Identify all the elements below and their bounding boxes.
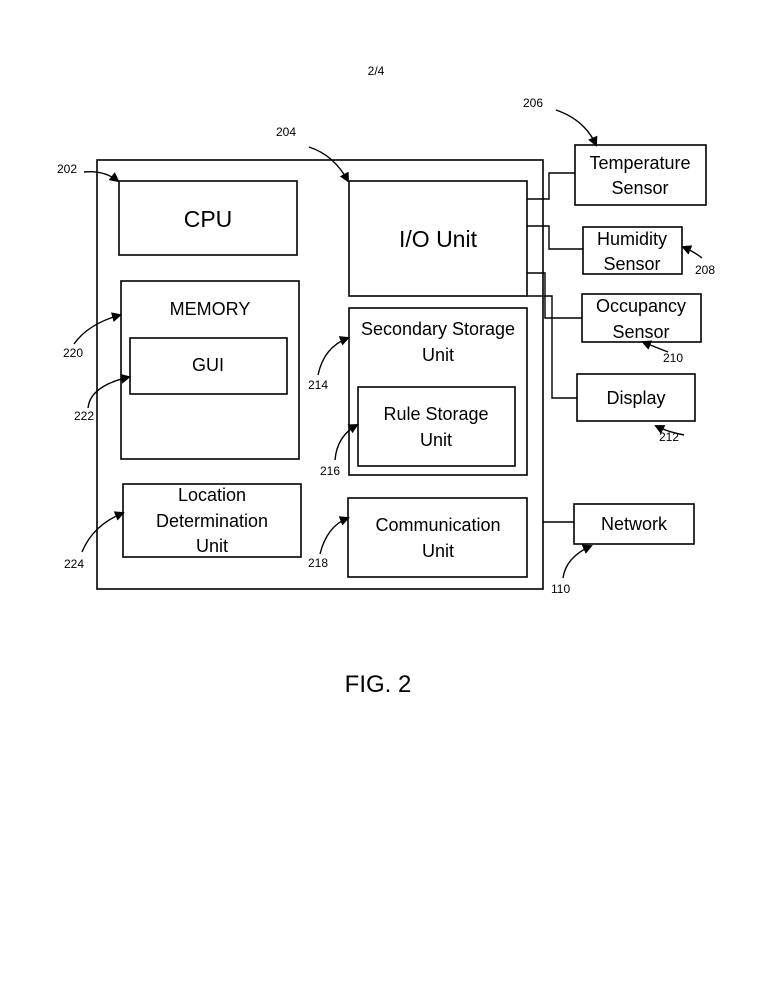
ref-220-arrow [73,312,122,345]
ref-222: 222 [74,409,94,423]
network-label: Network [601,514,668,534]
temperature-sensor-block [574,144,707,206]
ref-202: 202 [57,162,77,176]
io-unit-label: I/O Unit [399,226,478,252]
ref-212: 212 [659,430,679,444]
ref-212-arrow [654,425,685,436]
location-label-line1: Location [178,485,246,505]
secondary-storage-label-line1: Secondary Storage [361,319,515,339]
ref-218: 218 [308,556,328,570]
rule-storage-block [357,386,516,467]
io-to-display-line [527,295,577,399]
ref-216: 216 [320,464,340,478]
io-to-temperature-line [527,172,575,200]
cpu-block [118,180,298,256]
communication-label-line2: Unit [422,541,454,561]
ref-224-arrow [81,511,125,553]
temperature-label-line2: Sensor [611,178,668,198]
ref-210: 210 [663,351,683,365]
ref-224: 224 [64,557,84,571]
communication-block [347,497,528,578]
location-label-line3: Unit [196,536,228,556]
humidity-label-line2: Sensor [603,254,660,274]
memory-label: MEMORY [170,299,251,319]
ref-210-arrow [641,340,669,353]
io-to-humidity-line [527,225,583,250]
humidity-label-line1: Humidity [597,229,667,249]
ref-216-arrow [334,424,359,461]
page-number: 2/4 [368,64,385,78]
location-label-line2: Determination [156,511,268,531]
occupancy-sensor-block [581,293,702,343]
ref-208-arrow [681,245,703,259]
ref-110-arrow [562,544,593,579]
ref-218-arrow [319,516,350,555]
figure-caption: FIG. 2 [345,671,412,698]
ref-214: 214 [308,378,328,392]
temperature-label-line1: Temperature [589,153,690,173]
ref-222-arrow [87,373,131,409]
ref-206-arrow [555,109,598,147]
io-unit-block [348,180,528,297]
humidity-sensor-block [582,226,683,275]
gui-block [129,337,288,395]
ref-202-arrow [83,171,120,183]
display-block [576,373,696,422]
gui-label: GUI [192,355,224,375]
occupancy-label-line1: Occupancy [596,296,686,316]
ref-110: 110 [551,582,570,596]
network-block [573,503,695,545]
ref-220: 220 [63,346,83,360]
ref-208: 208 [695,263,715,277]
cpu-label: CPU [184,206,233,232]
location-determination-block [122,483,302,558]
ref-214-arrow [317,336,350,376]
secondary-storage-label-line2: Unit [422,345,454,365]
occupancy-label-line2: Sensor [612,322,669,342]
display-label: Display [606,388,665,408]
rule-storage-label-line2: Unit [420,430,452,450]
communication-label-line1: Communication [375,515,500,535]
ref-204-arrow [308,146,349,183]
ref-204: 204 [276,125,296,139]
ref-206: 206 [523,96,543,110]
rule-storage-label-line1: Rule Storage [383,404,488,424]
